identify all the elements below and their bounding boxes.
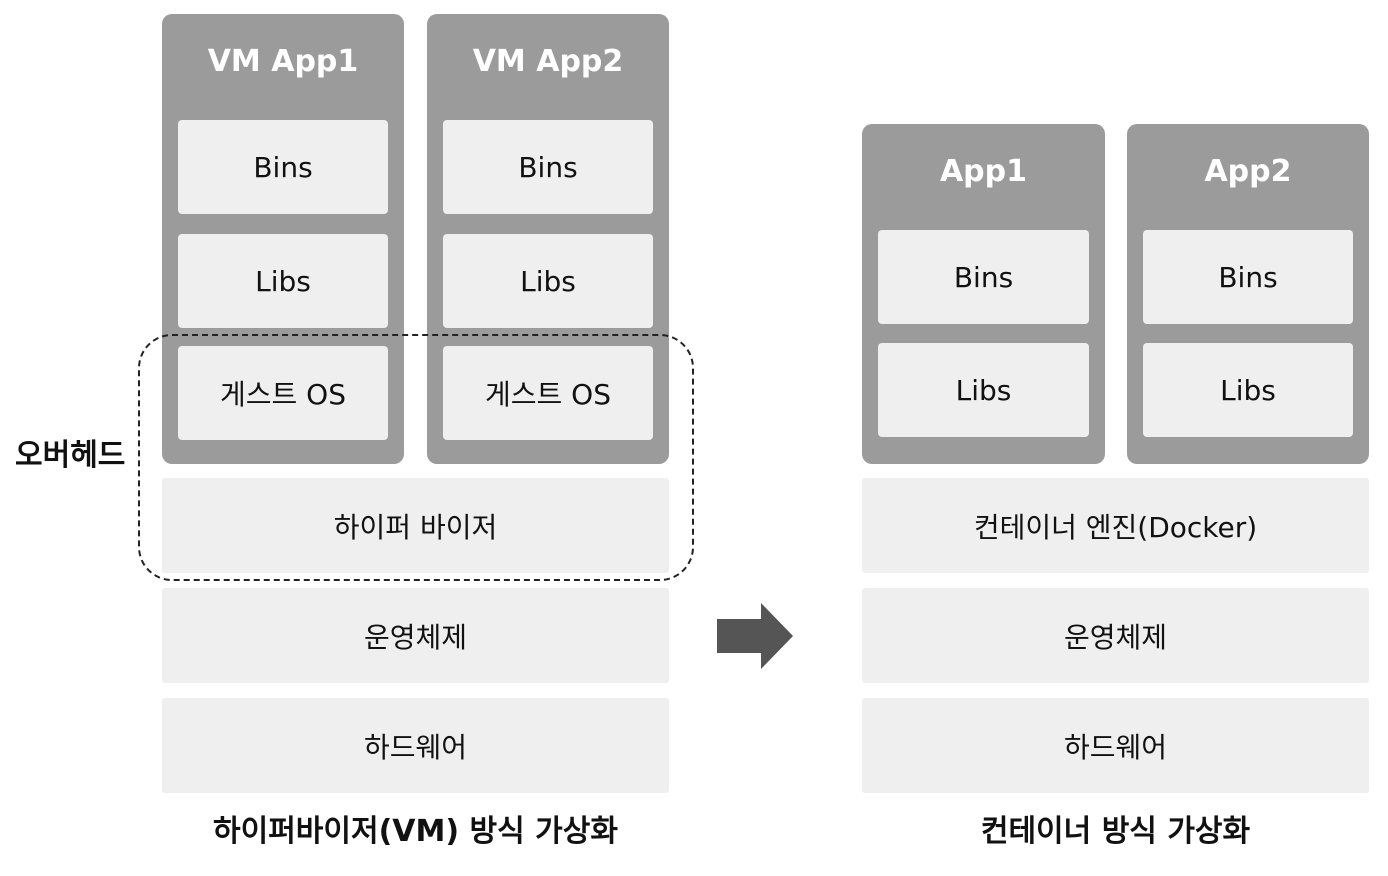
container-app1-title: App1 [939, 154, 1028, 189]
vm-hypervisor-layer: 하이퍼 바이저 [162, 478, 669, 573]
vm-app1-guest-os: 게스트 OS [178, 346, 388, 440]
container-os-layer: 운영체제 [862, 588, 1369, 683]
vm-caption: 하이퍼바이저(VM) 방식 가상화 [213, 814, 618, 849]
overhead-label: 오버헤드 [15, 438, 126, 473]
vm-app2-column: VM App2 Bins Libs 게스트 OS [427, 14, 669, 464]
container-app1-libs: Libs [878, 343, 1089, 437]
container-app1-column: App1 Bins Libs [862, 124, 1105, 464]
vm-app1-bins: Bins [178, 120, 388, 214]
container-app2-libs: Libs [1143, 343, 1353, 437]
vm-os-layer: 운영체제 [162, 588, 669, 683]
container-app1-bins: Bins [878, 230, 1089, 324]
vm-hardware-layer: 하드웨어 [162, 698, 669, 793]
vm-app2-bins: Bins [443, 120, 653, 214]
vm-app1-column: VM App1 Bins Libs 게스트 OS [162, 14, 404, 464]
right-arrow-icon [717, 603, 793, 669]
container-app2-column: App2 Bins Libs [1127, 124, 1369, 464]
vm-app2-title: VM App2 [472, 44, 624, 79]
container-engine-layer: 컨테이너 엔진(Docker) [862, 478, 1369, 573]
container-caption: 컨테이너 방식 가상화 [980, 814, 1251, 849]
container-app2-bins: Bins [1143, 230, 1353, 324]
container-hardware-layer: 하드웨어 [862, 698, 1369, 793]
vm-app2-guest-os: 게스트 OS [443, 346, 653, 440]
container-app2-title: App2 [1204, 154, 1292, 189]
vm-app1-title: VM App1 [207, 44, 359, 79]
vm-app2-libs: Libs [443, 234, 653, 328]
vm-app1-libs: Libs [178, 234, 388, 328]
